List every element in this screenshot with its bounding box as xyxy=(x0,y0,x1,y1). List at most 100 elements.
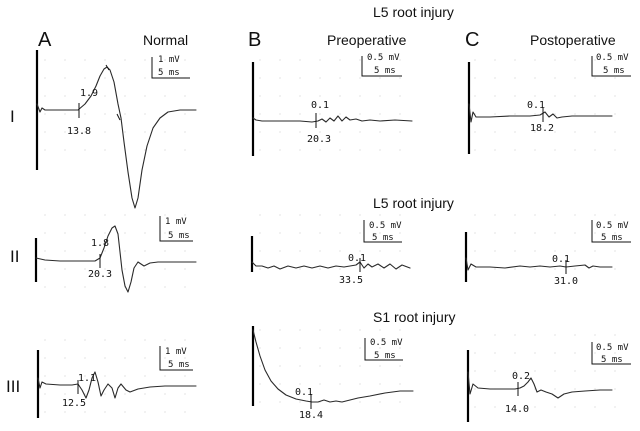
grid-dot xyxy=(614,388,616,390)
grid-dot xyxy=(319,214,321,216)
grid-dot xyxy=(494,370,496,372)
grid-dot xyxy=(614,268,616,270)
grid-dot xyxy=(144,411,146,413)
grid-dot xyxy=(164,411,166,413)
grid-dot xyxy=(494,149,496,151)
grid-dot xyxy=(84,357,86,359)
grid-dot xyxy=(494,59,496,61)
grid-dot xyxy=(339,365,341,367)
grid-dot xyxy=(84,214,86,216)
panel-title-preoperative: Preoperative xyxy=(327,32,407,48)
grid-dot xyxy=(259,131,261,133)
grid-dot xyxy=(64,59,66,61)
grid-dot xyxy=(319,131,321,133)
grid-dot xyxy=(554,59,556,61)
grid-dot xyxy=(359,77,361,79)
grid-dot xyxy=(164,268,166,270)
grid-dot xyxy=(84,113,86,115)
waveform-trace xyxy=(35,225,197,293)
grid-dot xyxy=(319,365,321,367)
scale-time-label: 5 ms xyxy=(374,66,396,76)
grid-dot xyxy=(494,77,496,79)
scale-bar xyxy=(364,338,403,361)
grid-dot xyxy=(594,77,596,79)
scale-amplitude-label: 0.5 mV xyxy=(596,343,629,353)
grid-dot xyxy=(534,214,536,216)
grid-dot xyxy=(44,393,46,395)
grid-dot xyxy=(514,334,516,336)
grid-dot xyxy=(259,383,261,385)
grid-dot xyxy=(144,149,146,151)
latency-label: 18.4 xyxy=(299,410,323,421)
grid-dot xyxy=(104,113,106,115)
grid-dot xyxy=(339,250,341,252)
grid-dot xyxy=(574,131,576,133)
grid-dot xyxy=(594,250,596,252)
grid-dot xyxy=(299,268,301,270)
grid-dot xyxy=(144,375,146,377)
grid-dot xyxy=(399,268,401,270)
grid-dot xyxy=(379,383,381,385)
grid-dot xyxy=(84,131,86,133)
cell-a-ii: 1.8 20.3 1 mV 5 ms xyxy=(34,216,197,293)
grid-dot xyxy=(184,268,186,270)
grid-dot xyxy=(514,59,516,61)
grid-dot xyxy=(359,131,361,133)
grid-dot xyxy=(474,250,476,252)
grid-dot xyxy=(474,214,476,216)
scale-amplitude-label: 0.5 mV xyxy=(596,221,629,231)
cell-a-iii: 1.1 12.5 1 mV 5 ms xyxy=(36,346,197,418)
grid-dot xyxy=(534,370,536,372)
grid-dot xyxy=(554,214,556,216)
grid-dot xyxy=(299,383,301,385)
grid-dot xyxy=(104,214,106,216)
grid-dot xyxy=(299,95,301,97)
grid-dot xyxy=(494,232,496,234)
grid-dot xyxy=(514,370,516,372)
grid-dot xyxy=(104,149,106,151)
grid-dot xyxy=(574,59,576,61)
grid-dot xyxy=(184,339,186,341)
grid-dot xyxy=(299,232,301,234)
grid-dot xyxy=(474,95,476,97)
grid-dot xyxy=(534,149,536,151)
grid-dot xyxy=(124,357,126,359)
grid-dot xyxy=(104,77,106,79)
grid-dot xyxy=(594,334,596,336)
grid-dot xyxy=(474,388,476,390)
grid-dot xyxy=(259,95,261,97)
grid-dot xyxy=(64,375,66,377)
grid-dot xyxy=(299,113,301,115)
grid-dot xyxy=(279,77,281,79)
grid-dot xyxy=(259,59,261,61)
grid-dot xyxy=(84,286,86,288)
grid-dot xyxy=(614,95,616,97)
scale-time-label: 5 ms xyxy=(158,68,180,78)
latency-label: 20.3 xyxy=(88,269,112,280)
cell-b-ii: 0.1 33.5 0.5 mV 5 ms xyxy=(250,220,411,286)
grid-dot xyxy=(104,95,106,97)
latency-label: 20.3 xyxy=(307,134,331,145)
grid-dot xyxy=(44,77,46,79)
grid-dot xyxy=(554,370,556,372)
grid-dot xyxy=(164,393,166,395)
grid-dot xyxy=(299,131,301,133)
grid-dot xyxy=(164,250,166,252)
grid-dot xyxy=(614,77,616,79)
grid-dot xyxy=(64,411,66,413)
grid-dot xyxy=(144,77,146,79)
waveform-trace xyxy=(37,371,197,399)
grid-dot xyxy=(399,113,401,115)
grid-dot xyxy=(259,149,261,151)
grid-dot xyxy=(279,383,281,385)
grid-dot xyxy=(594,352,596,354)
grid-dot xyxy=(474,59,476,61)
grid-dot xyxy=(319,383,321,385)
scale-amplitude-label: 0.5 mV xyxy=(369,221,402,231)
grid-dot xyxy=(299,401,301,403)
grid-dot xyxy=(494,334,496,336)
latency-label: 31.0 xyxy=(554,276,578,287)
grid-dot xyxy=(399,383,401,385)
grid-dot xyxy=(259,113,261,115)
grid-dot xyxy=(104,339,106,341)
